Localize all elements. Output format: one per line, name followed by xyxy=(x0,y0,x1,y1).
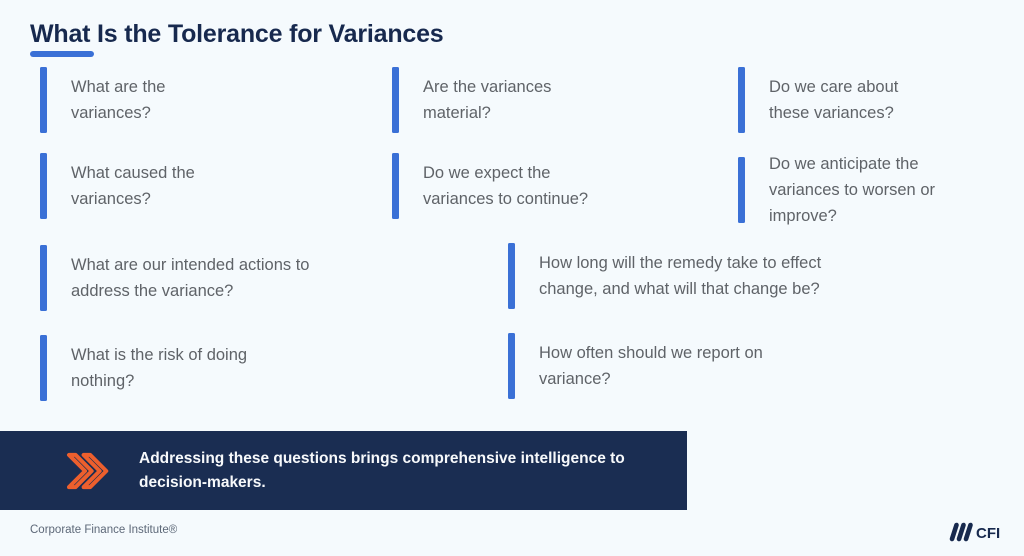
question-text: What are the variances? xyxy=(71,78,166,122)
question-text: How long will the remedy take to effect … xyxy=(539,254,822,298)
question-item: How often should we report on variance? xyxy=(508,333,791,399)
question-text: What is the risk of doing nothing? xyxy=(71,346,248,390)
accent-bar xyxy=(40,153,47,219)
accent-bar xyxy=(738,157,745,223)
callout-text: Addressing these questions brings compre… xyxy=(139,449,625,491)
cfi-logo-text: CFI xyxy=(976,525,1000,542)
cfi-triple-slash-icon xyxy=(949,522,973,542)
accent-bar xyxy=(392,67,399,133)
question-item: What caused the variances? xyxy=(40,153,216,219)
question-text: What are our intended actions to address… xyxy=(71,256,310,300)
title-underline xyxy=(30,51,94,57)
question-text: Do we care about these variances? xyxy=(769,78,899,122)
callout-banner: Addressing these questions brings compre… xyxy=(0,431,687,510)
accent-bar xyxy=(40,335,47,401)
question-item: Do we anticipate the variances to worsen… xyxy=(738,151,951,229)
page-title: What Is the Tolerance for Variances xyxy=(30,20,444,48)
accent-bar xyxy=(40,67,47,133)
footer-company-name: Corporate Finance Institute® xyxy=(30,524,178,536)
question-text: Are the variances material? xyxy=(423,78,552,122)
accent-bar xyxy=(392,153,399,219)
accent-bar xyxy=(40,245,47,311)
cfi-logo: CFI xyxy=(949,522,1000,542)
double-chevron-right-icon xyxy=(66,452,109,489)
accent-bar xyxy=(508,243,515,309)
question-text: Do we anticipate the variances to worsen… xyxy=(769,155,935,225)
accent-bar xyxy=(738,67,745,133)
question-item: Do we expect the variances to continue? xyxy=(392,153,605,219)
question-item: What are the variances? xyxy=(40,67,211,133)
question-item: How long will the remedy take to effect … xyxy=(508,243,857,309)
question-item: What is the risk of doing nothing? xyxy=(40,335,271,401)
question-item: What are our intended actions to address… xyxy=(40,245,313,311)
accent-bar xyxy=(508,333,515,399)
question-text: How often should we report on variance? xyxy=(539,344,763,388)
question-item: Are the variances material? xyxy=(392,67,575,133)
question-item: Do we care about these variances? xyxy=(738,67,924,133)
question-text: Do we expect the variances to continue? xyxy=(423,164,589,208)
question-text: What caused the variances? xyxy=(71,164,195,208)
